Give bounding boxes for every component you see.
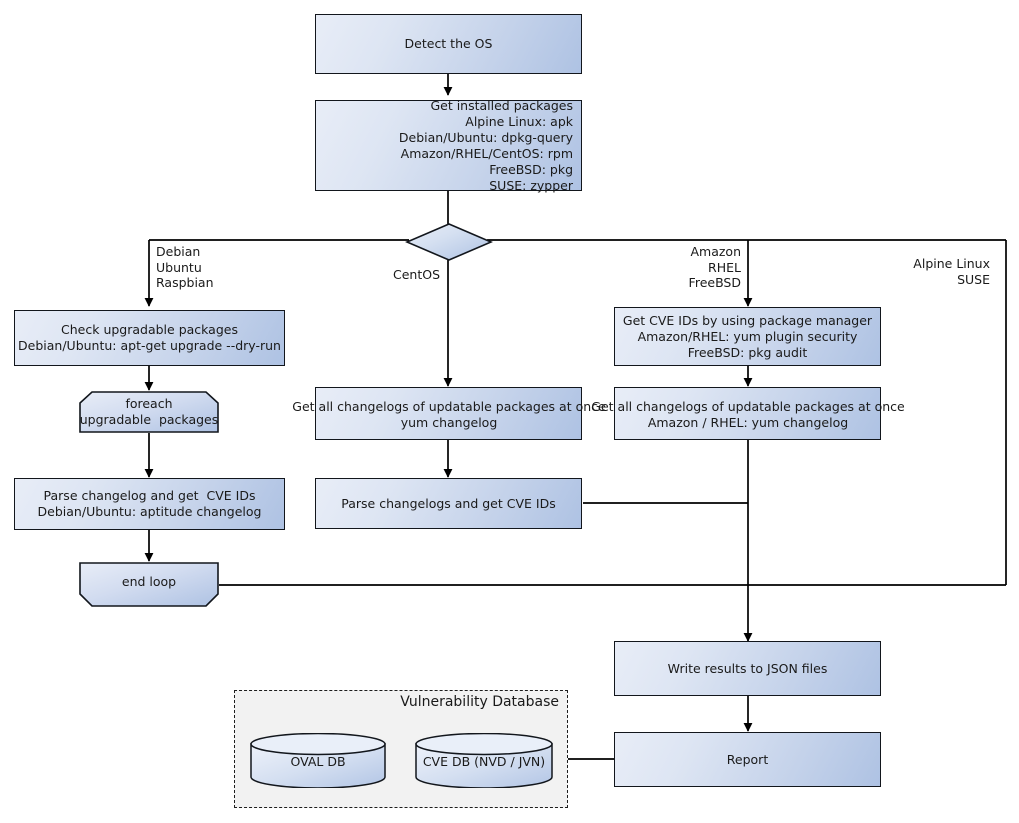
node-parse-changelog-debian-label: Parse changelog and get CVE IDs Debian/U… — [37, 488, 262, 519]
node-get-installed-packages-label: Get installed packages Alpine Linux: apk… — [398, 97, 573, 193]
node-parse-changelogs-centos-label: Parse changelogs and get CVE IDs — [341, 495, 556, 511]
database-oval-db-label: OVAL DB — [290, 753, 346, 769]
node-foreach-loop-start-label: foreach upgradable packages — [79, 396, 219, 427]
node-parse-changelogs-centos[interactable]: Parse changelogs and get CVE IDs — [315, 478, 582, 529]
node-end-loop[interactable]: end loop — [79, 562, 219, 607]
node-changelogs-centos-label: Get all changelogs of updatable packages… — [292, 399, 606, 430]
node-parse-changelog-debian[interactable]: Parse changelog and get CVE IDs Debian/U… — [14, 478, 285, 530]
node-changelogs-rhel[interactable] — [614, 387, 881, 440]
branch-label-centos: CentOS — [392, 267, 440, 282]
node-get-cve-ids-pkgmgr-label: Get CVE IDs by using package manager Ama… — [622, 312, 873, 360]
node-get-installed-packages[interactable]: Get installed packages Alpine Linux: apk… — [315, 97, 582, 193]
node-end-loop-label: end loop — [121, 573, 177, 589]
branch-label-alpine: Alpine Linux SUSE — [913, 256, 990, 287]
node-get-cve-ids-pkgmgr[interactable]: Get CVE IDs by using package manager Ama… — [614, 307, 881, 366]
node-changelogs-centos[interactable] — [315, 387, 582, 440]
node-report[interactable]: Report — [614, 732, 881, 787]
database-cve-db[interactable]: CVE DB (NVD / JVN) — [415, 733, 553, 788]
node-check-upgradable[interactable]: Check upgradable packages Debian/Ubuntu:… — [14, 310, 285, 366]
branch-label-debian: Debian Ubuntu Raspbian — [156, 244, 214, 290]
branch-label-amazon: Amazon RHEL FreeBSD — [688, 244, 741, 290]
node-write-results-label: Write results to JSON files — [667, 660, 828, 676]
group-vulnerability-database-title: Vulnerability Database — [400, 694, 559, 710]
node-os-decision[interactable] — [404, 222, 494, 262]
database-cve-db-label: CVE DB (NVD / JVN) — [422, 753, 546, 769]
node-foreach-loop-start[interactable]: foreach upgradable packages — [79, 391, 219, 433]
node-report-label: Report — [726, 751, 769, 767]
node-write-results[interactable]: Write results to JSON files — [614, 641, 881, 696]
database-oval-db[interactable]: OVAL DB — [250, 733, 386, 788]
node-changelogs-rhel-label: Get all changelogs of updatable packages… — [591, 399, 905, 430]
node-detect-os[interactable]: Detect the OS — [315, 14, 582, 74]
node-check-upgradable-label: Check upgradable packages Debian/Ubuntu:… — [18, 322, 281, 353]
node-detect-os-label: Detect the OS — [404, 36, 493, 51]
